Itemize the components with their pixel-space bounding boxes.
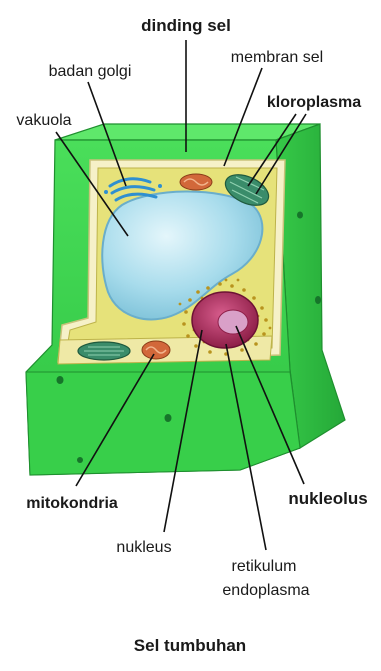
nucleolus (218, 310, 248, 334)
label-mitokondria: mitokondria (26, 495, 118, 512)
caption: Sel tumbuhan (134, 636, 246, 655)
label-nukleolus: nukleolus (288, 489, 367, 508)
label-dinding-sel: dinding sel (141, 16, 231, 35)
label-retikulum-line1: retikulum (232, 558, 297, 575)
label-nukleus: nukleus (116, 539, 171, 556)
mitochondrion-top (180, 174, 212, 190)
label-kloroplasma: kloroplasma (267, 94, 361, 111)
label-badan-golgi: badan golgi (49, 63, 132, 80)
label-membran-sel: membran sel (231, 49, 323, 66)
nucleus (192, 292, 258, 348)
label-vakuola: vakuola (16, 112, 71, 129)
mitochondrion-bottom (142, 341, 170, 359)
chloroplast-bottom (78, 342, 130, 360)
label-retikulum-line2: endoplasma (222, 582, 309, 599)
